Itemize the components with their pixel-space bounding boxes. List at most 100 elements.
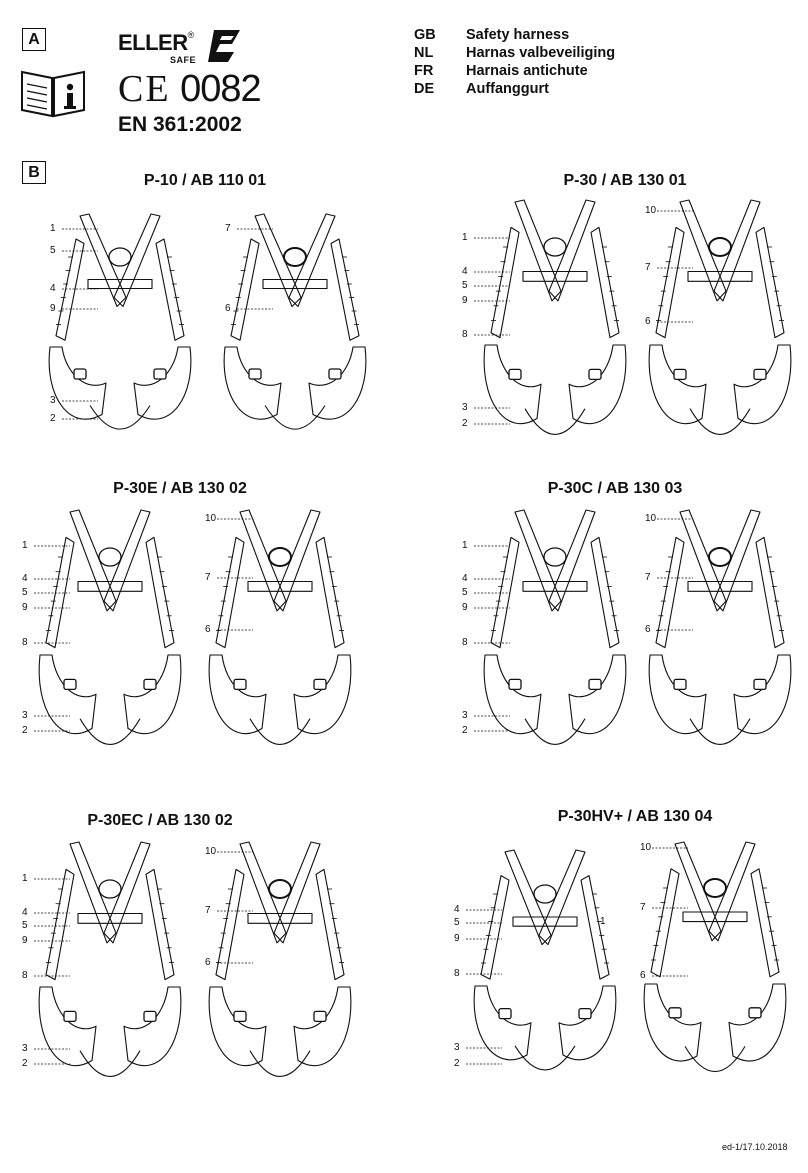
- part-label-5: 5: [22, 920, 28, 931]
- part-label-3: 3: [462, 402, 468, 413]
- harness-front-drawing: [473, 849, 617, 1071]
- part-label-6: 6: [205, 624, 211, 635]
- lang-title: Harnas valbeveiliging: [466, 45, 616, 61]
- leader-line: [657, 321, 693, 323]
- leader-line: [34, 940, 70, 942]
- part-label-6: 6: [225, 303, 231, 314]
- harness-front-drawing: [483, 509, 627, 745]
- part-label-9: 9: [50, 303, 56, 314]
- part-label-3: 3: [22, 710, 28, 721]
- part-label-7: 7: [205, 905, 211, 916]
- part-label-1: 1: [462, 540, 468, 551]
- part-label-7: 7: [640, 902, 646, 913]
- part-label-4: 4: [454, 904, 460, 915]
- leader-line: [657, 267, 693, 269]
- leader-line: [34, 715, 70, 717]
- section-b-label: B: [22, 161, 46, 184]
- part-label-6: 6: [645, 624, 651, 635]
- leader-line: [466, 938, 502, 940]
- part-label-8: 8: [22, 970, 28, 981]
- part-label-2: 2: [462, 418, 468, 429]
- part-label-3: 3: [22, 1043, 28, 1054]
- lang-code: DE: [414, 81, 435, 97]
- leader-line: [237, 308, 273, 310]
- leader-line: [474, 715, 510, 717]
- leader-line: [474, 300, 510, 302]
- part-label-2: 2: [454, 1058, 460, 1069]
- leader-line: [474, 592, 510, 594]
- leader-line: [217, 518, 253, 520]
- part-label-7: 7: [645, 572, 651, 583]
- leader-line: [474, 545, 510, 547]
- leader-line: [34, 1048, 70, 1050]
- part-label-10: 10: [205, 513, 217, 524]
- leader-line: [466, 922, 502, 924]
- part-label-8: 8: [454, 968, 460, 979]
- part-label-4: 4: [22, 573, 28, 584]
- part-label-8: 8: [22, 637, 28, 648]
- part-label-6: 6: [205, 957, 211, 968]
- part-label-2: 2: [462, 725, 468, 736]
- part-label-10: 10: [640, 842, 652, 853]
- part-label-5: 5: [462, 280, 468, 291]
- leader-line: [652, 975, 688, 977]
- part-label-5: 5: [462, 587, 468, 598]
- model-title: P-10 / AB 110 01: [143, 172, 267, 189]
- harness-back-drawing: [643, 841, 787, 1073]
- leader-line: [466, 973, 502, 975]
- ce-mark: CE 0082: [118, 67, 262, 111]
- harness-back-drawing: [208, 509, 352, 745]
- leader-line: [217, 910, 253, 912]
- part-label-1: 1: [22, 540, 28, 551]
- part-label-9: 9: [454, 933, 460, 944]
- leader-line: [237, 228, 273, 230]
- leader-line: [474, 642, 510, 644]
- leader-line: [62, 250, 98, 252]
- harness-front-drawing: [48, 213, 192, 430]
- part-label-10: 10: [645, 205, 657, 216]
- harness-back-drawing: [223, 213, 367, 430]
- part-label-2: 2: [22, 725, 28, 736]
- model-title: P-30EC / AB 130 02: [87, 812, 233, 829]
- leader-line: [62, 288, 98, 290]
- harness-front-drawing: [483, 199, 627, 435]
- part-label-4: 4: [462, 573, 468, 584]
- part-label-4: 4: [22, 907, 28, 918]
- leader-line: [34, 607, 70, 609]
- part-label-10: 10: [205, 846, 217, 857]
- harness-back-drawing: [648, 199, 792, 435]
- part-label-8: 8: [462, 637, 468, 648]
- leader-line: [474, 607, 510, 609]
- part-label-3: 3: [454, 1042, 460, 1053]
- harness-front-drawing: [38, 509, 182, 745]
- leader-line: [62, 308, 98, 310]
- lang-title: Auffanggurt: [466, 81, 549, 97]
- ce-letters: CE: [118, 68, 171, 110]
- leader-line: [34, 730, 70, 732]
- standard-code: EN 361:2002: [118, 113, 242, 136]
- part-label-8: 8: [462, 329, 468, 340]
- part-label-7: 7: [225, 223, 231, 234]
- part-label-2: 2: [22, 1058, 28, 1069]
- leader-line: [474, 578, 510, 580]
- brand-sub: SAFE: [170, 55, 197, 65]
- part-label-6: 6: [640, 970, 646, 981]
- model-title: P-30E / AB 130 02: [113, 480, 247, 497]
- leader-line: [657, 518, 693, 520]
- leader-line: [34, 592, 70, 594]
- lang-code: GB: [414, 27, 436, 43]
- leader-line: [62, 418, 98, 420]
- leader-line: [217, 851, 253, 853]
- leader-line: [34, 878, 70, 880]
- leader-line: [62, 228, 98, 230]
- leader-line: [652, 847, 688, 849]
- footer-edition: ed-1/17.10.2018: [722, 1142, 788, 1152]
- leader-line: [466, 1047, 502, 1049]
- brand-logo: ELLER®: [118, 30, 194, 56]
- harness-back-drawing: [208, 841, 352, 1077]
- leader-line: [474, 407, 510, 409]
- part-label-5: 5: [454, 917, 460, 928]
- lang-code: NL: [414, 45, 434, 61]
- notified-body-number: 0082: [180, 68, 262, 110]
- part-label-3: 3: [50, 395, 56, 406]
